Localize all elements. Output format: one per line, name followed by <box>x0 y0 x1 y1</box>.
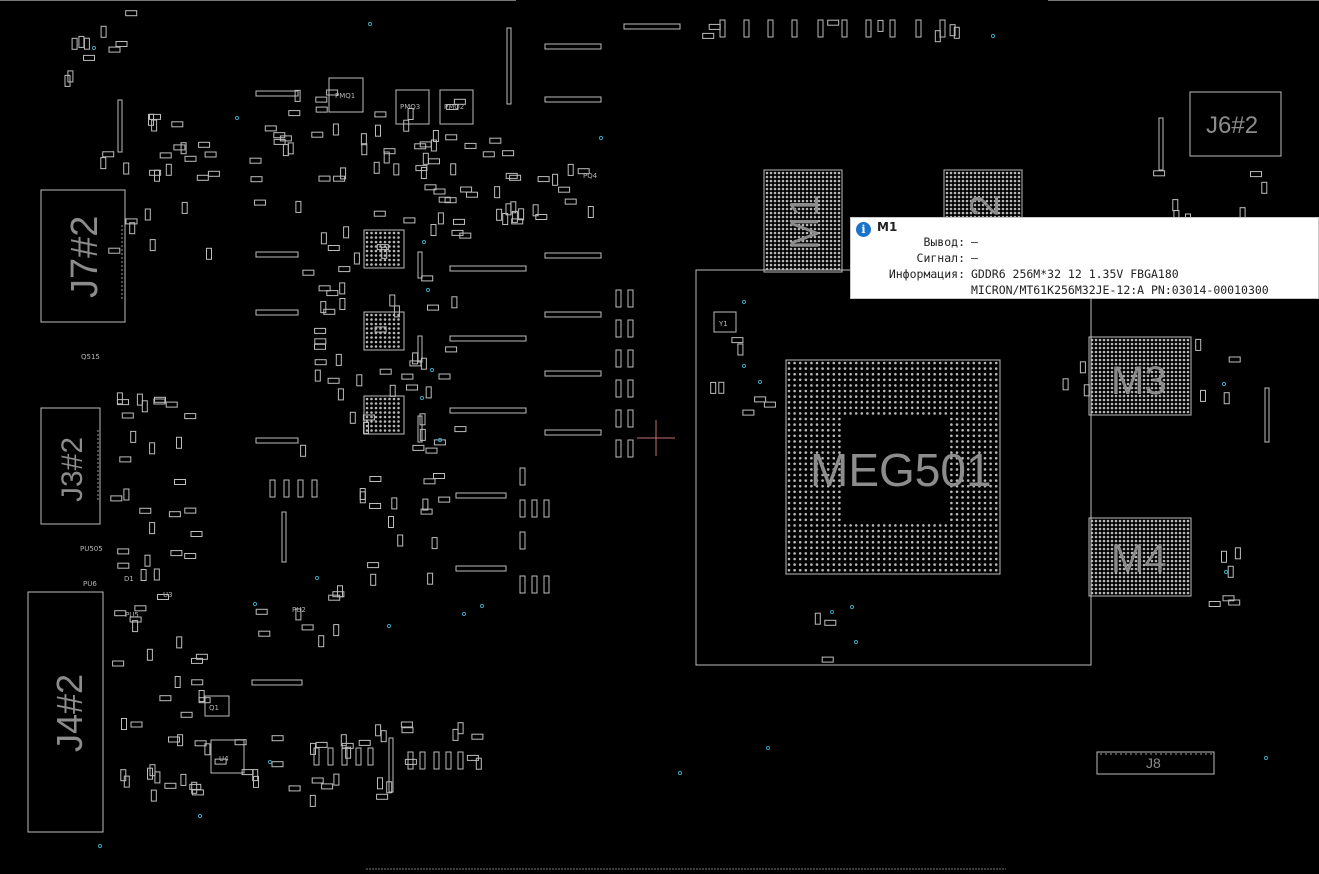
tooltip-info-line2: MICRON/MT61K256M32JE-12:A PN:03014-00010… <box>971 283 1269 297</box>
label-pu2: PU2 <box>292 606 306 614</box>
label-y1: Y1 <box>718 320 728 328</box>
connector-j4[interactable] <box>27 591 104 833</box>
label-q515: Q515 <box>81 353 100 361</box>
label-u4: U4 <box>219 755 229 763</box>
chip-q1[interactable] <box>204 695 230 717</box>
label-j7: J7#2 <box>64 216 106 298</box>
chip-pmq1[interactable] <box>328 77 364 113</box>
chip-pmq3[interactable] <box>395 89 430 125</box>
label-j3: J3#2 <box>56 437 89 502</box>
connector-j3[interactable] <box>40 407 101 525</box>
label-d1: D1 <box>124 575 134 583</box>
label-m3: M3 <box>1111 359 1167 403</box>
label-pq4: PQ4 <box>583 172 598 180</box>
label-pmq3: PMQ3 <box>400 103 420 111</box>
tooltip-signal-label: Сигнал: <box>916 251 965 265</box>
tooltip-pin-row: Вывод: — <box>851 235 978 250</box>
label-pu5: PU5 <box>125 611 139 619</box>
label-j6: J6#2 <box>1206 112 1258 139</box>
tooltip-pin-value: — <box>971 235 978 249</box>
chip-u4[interactable] <box>210 739 245 774</box>
connector-j8[interactable] <box>1096 751 1215 775</box>
tooltip-title: M1 <box>877 220 898 234</box>
crosshair-cursor-icon <box>637 420 675 456</box>
connector-j6[interactable] <box>1189 91 1282 157</box>
label-q1: Q1 <box>209 704 219 712</box>
label-pu6: PU6 <box>83 580 97 588</box>
label-m4: M4 <box>1111 537 1167 581</box>
label-gpu: MEG501 <box>810 444 992 496</box>
tooltip-pin-label: Вывод: <box>923 235 965 249</box>
label-pmq2: PMQ2 <box>444 103 464 111</box>
label-m1: M1 <box>783 194 827 250</box>
info-icon: i <box>856 222 871 237</box>
tooltip-signal-value: — <box>971 251 978 265</box>
tooltip-info-row: Информация: GDDR6 256M*32 12 1.35V FBGA18… <box>851 267 1179 282</box>
label-pmq1: PMQ1 <box>335 92 355 100</box>
tooltip-info-label: Информация: <box>888 267 965 281</box>
tooltip-signal-row: Сигнал: — <box>851 251 978 266</box>
chip-pmq2[interactable] <box>439 89 474 125</box>
label-j8: J8 <box>1146 755 1161 771</box>
tooltip-info-row-2: MICRON/MT61K256M32JE-12:A PN:03014-00010… <box>851 283 1269 298</box>
label-pu505: PU505 <box>80 545 103 553</box>
component-info-tooltip: i M1 Вывод: — Сигнал: — Информация: GDDR6 2… <box>850 217 1319 299</box>
connector-j7[interactable] <box>40 189 126 323</box>
tooltip-info-line1: GDDR6 256M*32 12 1.35V FBGA180 <box>971 267 1179 281</box>
chip-y1[interactable] <box>713 311 737 333</box>
label-j4: J4#2 <box>49 674 90 752</box>
label-u3: U3 <box>163 591 173 599</box>
